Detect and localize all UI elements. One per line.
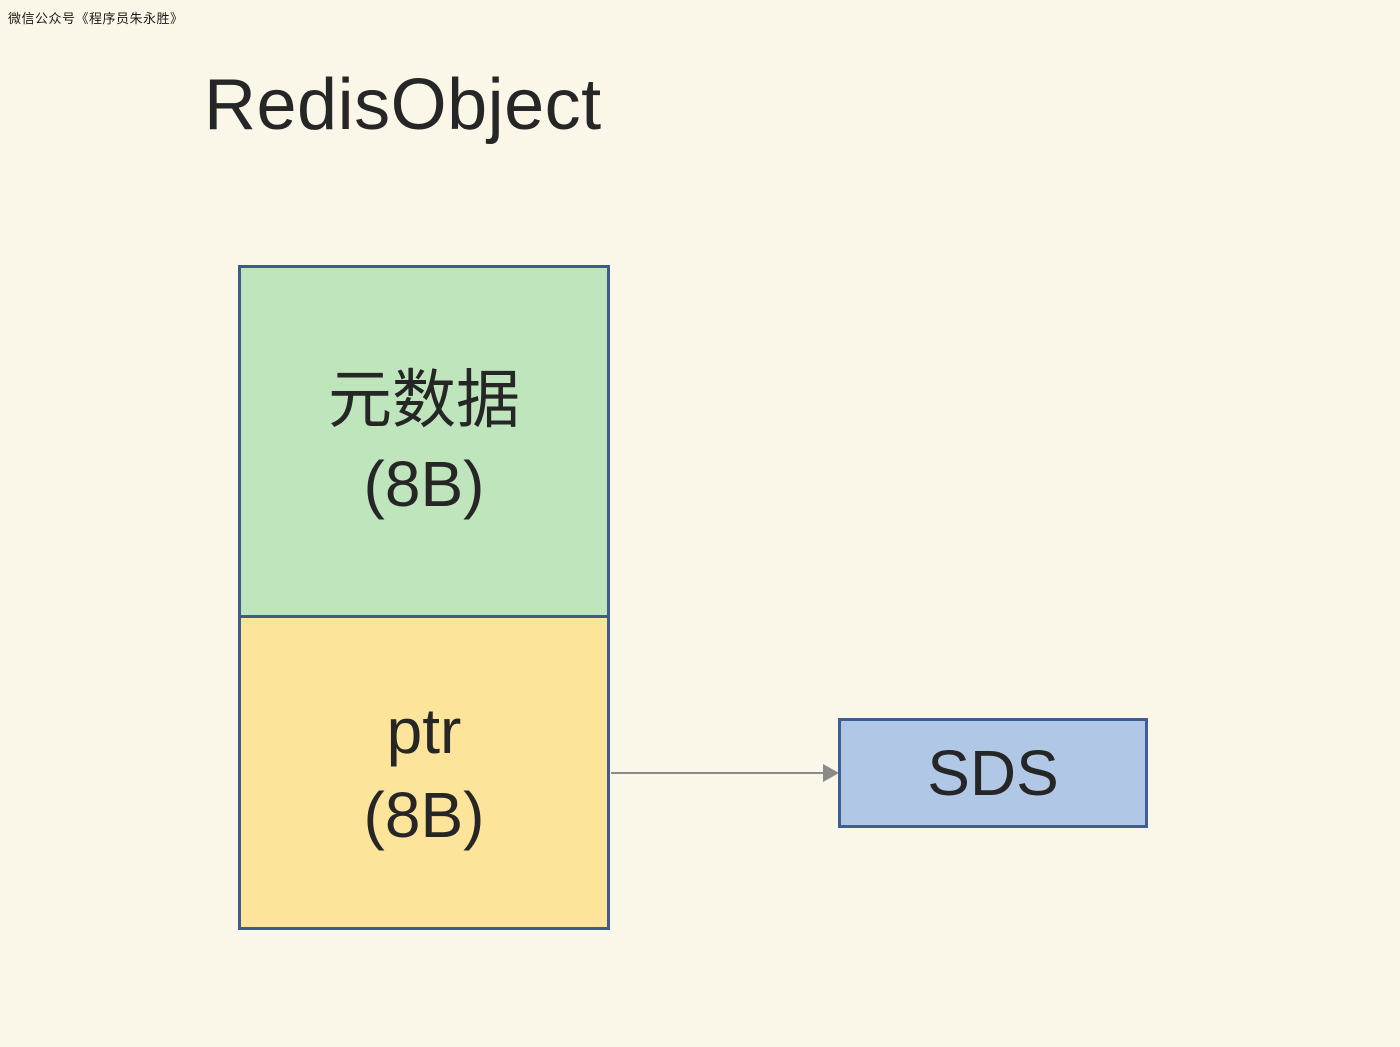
metadata-cell-size: (8B) <box>363 447 485 520</box>
metadata-cell: 元数据 (8B) <box>241 268 607 618</box>
page-title: RedisObject <box>204 65 602 145</box>
redisobject-stack: 元数据 (8B) ptr (8B) <box>238 265 610 930</box>
watermark-text: 微信公众号《程序员朱永胜》 <box>8 11 184 26</box>
ptr-cell-size: (8B) <box>363 778 485 851</box>
ptr-to-sds-arrow-line <box>611 772 825 774</box>
ptr-cell: ptr (8B) <box>241 618 607 927</box>
ptr-cell-label: ptr <box>386 694 462 767</box>
metadata-cell-label: 元数据 <box>328 363 520 436</box>
sds-box: SDS <box>838 718 1148 828</box>
ptr-to-sds-arrow-head <box>823 764 839 782</box>
sds-box-label: SDS <box>927 737 1059 809</box>
